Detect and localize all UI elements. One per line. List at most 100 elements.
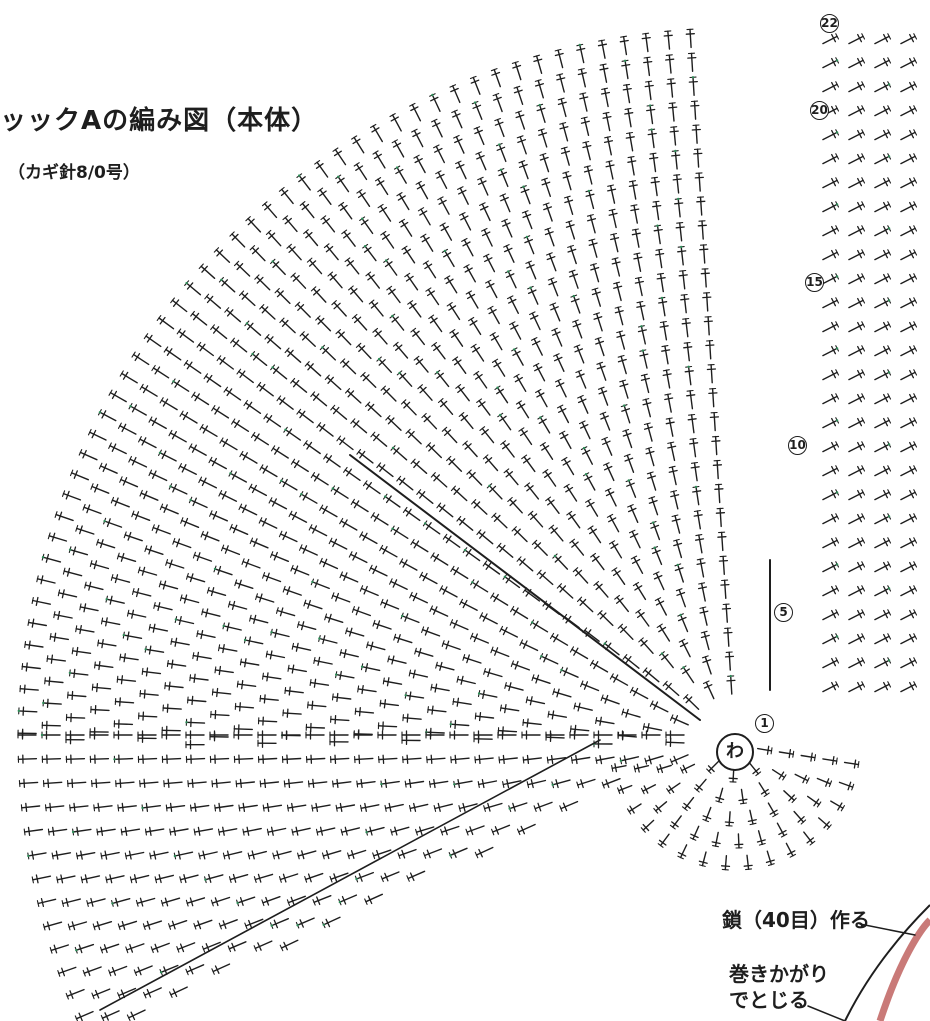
stitch-symbol	[380, 871, 400, 883]
stitch-symbol	[647, 128, 657, 149]
stitch-symbol	[456, 515, 474, 531]
stitch-symbol	[238, 290, 256, 307]
stitch-symbol	[539, 442, 554, 460]
stitch-symbol	[257, 716, 278, 726]
stitch-symbol	[696, 196, 706, 216]
stitch-symbol	[299, 331, 316, 347]
stitch-symbol	[497, 168, 509, 188]
stitch-symbol	[637, 325, 647, 345]
stitch-symbol	[702, 292, 712, 312]
stitch-symbol	[354, 871, 374, 883]
stitch-symbol	[491, 358, 506, 377]
stitch-symbol	[582, 140, 592, 161]
stitch-symbol	[900, 321, 918, 333]
stitch-symbol	[345, 627, 365, 637]
stitch-symbol	[379, 699, 399, 709]
stitch-symbol	[380, 778, 400, 789]
stitch-symbol	[848, 81, 866, 93]
stitch-symbol	[587, 525, 602, 544]
stitch-symbol	[457, 186, 469, 205]
stitch-symbol	[74, 1010, 94, 1021]
stitch-symbol	[563, 195, 574, 216]
stitch-symbol	[479, 202, 491, 222]
stitch-symbol	[266, 826, 287, 836]
stitch-symbol	[216, 355, 235, 370]
stitch-symbol	[188, 496, 208, 509]
stitch-symbol	[508, 802, 528, 813]
stitch-mark	[377, 357, 381, 361]
stitch-symbol	[27, 850, 47, 860]
stitch-symbol	[126, 609, 147, 619]
stitch-symbol	[410, 458, 428, 474]
round-marker-15: 15	[805, 273, 824, 292]
stitch-mark	[835, 491, 839, 494]
stitch-symbol	[822, 633, 840, 645]
stitch-symbol	[455, 384, 470, 402]
stitch-symbol	[318, 635, 338, 645]
stitch-mark	[111, 902, 114, 905]
stitch-symbol	[644, 80, 654, 101]
stitch-symbol	[404, 778, 425, 789]
stitch-symbol	[171, 378, 190, 392]
stitch-symbol	[848, 489, 866, 501]
stitch-symbol	[547, 710, 567, 720]
stitch-symbol	[244, 320, 262, 336]
stitch-mark	[398, 371, 401, 375]
stitch-symbol	[296, 621, 317, 631]
stitch-symbol	[158, 449, 177, 462]
stitch-symbol	[473, 126, 485, 146]
stitch-symbol	[340, 826, 360, 836]
stitch-symbol	[838, 781, 855, 791]
stitch-symbol	[428, 314, 443, 333]
stitch-symbol	[807, 795, 822, 808]
stitch-symbol	[575, 369, 587, 389]
stitch-symbol	[458, 802, 478, 812]
stitch-symbol	[874, 681, 892, 693]
stitch-symbol	[159, 503, 179, 515]
stitch-mark	[443, 249, 447, 253]
chart-title: ッックAの編み図（本体）	[0, 106, 319, 136]
stitch-symbol	[525, 696, 546, 706]
stitch-symbol	[541, 177, 551, 198]
stitch-symbol	[617, 730, 637, 740]
stitch-symbol	[803, 831, 816, 846]
stitch-mark	[650, 128, 653, 131]
stitch-symbol	[341, 229, 356, 247]
stitch-symbol	[411, 128, 424, 148]
stitch-symbol	[608, 208, 618, 229]
stitch-symbol	[354, 707, 375, 717]
stitch-symbol	[848, 609, 866, 621]
stitch-symbol	[536, 103, 546, 124]
stitch-symbol	[666, 782, 681, 795]
stitch-symbol	[359, 216, 374, 235]
stitch-symbol	[299, 201, 315, 219]
stitch-symbol	[874, 393, 892, 405]
stitch-symbol	[623, 453, 635, 473]
stitch-mark	[619, 759, 623, 762]
stitch-symbol	[422, 848, 443, 859]
stitch-symbol	[227, 600, 248, 610]
stitch-symbol	[159, 964, 179, 976]
stitch-symbol	[209, 754, 230, 764]
stitch-symbol	[298, 544, 318, 556]
stitch-symbol	[17, 728, 37, 738]
stitch-symbol	[244, 918, 264, 930]
stitch-symbol	[551, 779, 571, 789]
stitch-symbol	[74, 943, 95, 954]
stitch-symbol	[116, 552, 137, 562]
stitch-symbol	[429, 93, 441, 113]
stitch-symbol	[669, 126, 679, 146]
stitch-mark	[271, 260, 274, 263]
stitch-symbol	[649, 700, 669, 713]
stitch-symbol	[114, 697, 135, 707]
stitch-symbol	[329, 737, 349, 747]
stitch-symbol	[900, 393, 918, 405]
stitch-symbol	[559, 800, 579, 812]
stitch-symbol	[631, 228, 641, 248]
stitch-symbol	[542, 202, 553, 222]
stitch-symbol	[822, 681, 840, 693]
stitch-symbol	[435, 661, 455, 671]
stitch-symbol	[662, 680, 680, 697]
stitch-symbol	[421, 412, 438, 430]
stitch-symbol	[585, 189, 595, 210]
